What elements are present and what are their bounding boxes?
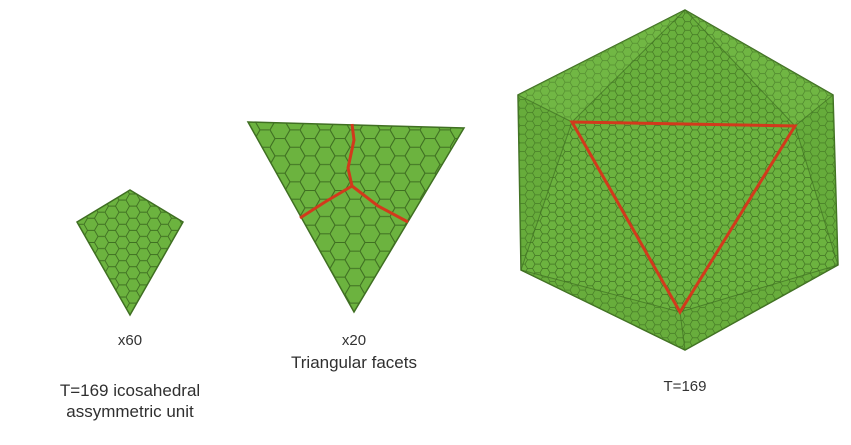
- triangular-facet-shape: [246, 121, 466, 314]
- capsid-caption: T=169: [663, 378, 707, 395]
- facet-multiplier-label: x20: [341, 332, 367, 349]
- unit-caption-line2: assymmetric unit: [66, 402, 194, 421]
- facet-division-line-right: [351, 184, 409, 224]
- facet-caption: Triangular facets: [291, 353, 417, 372]
- facet-division-line-top: [346, 123, 356, 187]
- unit-multiplier-label: x60: [117, 332, 143, 349]
- unit-caption-line1: T=169 icosahedral: [59, 381, 201, 400]
- asymmetric-unit-shape: [75, 189, 185, 317]
- facet-division-line-left: [299, 184, 353, 220]
- capsid-facet-outline: [569, 120, 798, 315]
- icosahedral-capsid-shape: [517, 9, 839, 351]
